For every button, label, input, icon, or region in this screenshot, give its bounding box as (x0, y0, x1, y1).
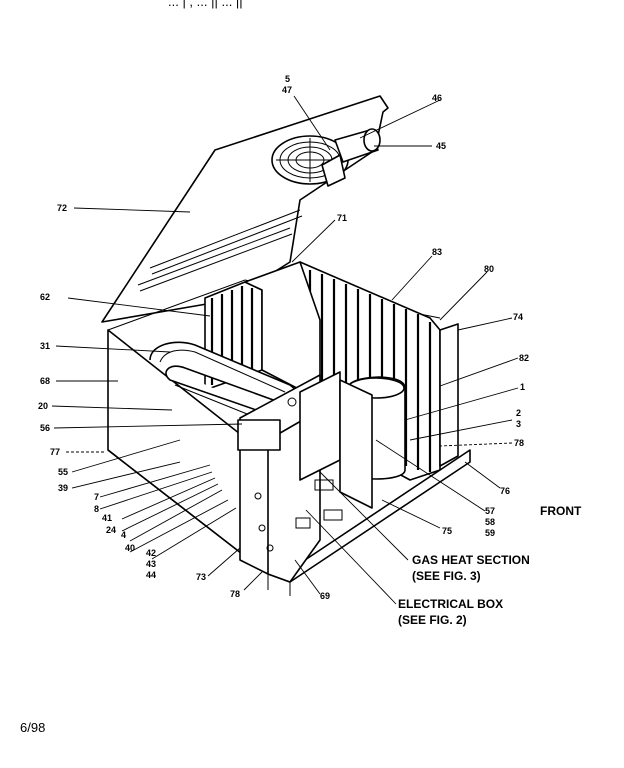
callout-57: 57 (485, 506, 495, 516)
callout-78-right: 78 (514, 438, 524, 448)
callout-44: 44 (146, 570, 156, 580)
callout-40: 40 (125, 543, 135, 553)
callout-58: 58 (485, 517, 495, 527)
callout-55: 55 (58, 467, 68, 477)
callout-47: 47 (282, 85, 292, 95)
callout-69: 69 (320, 591, 330, 601)
callout-56: 56 (40, 423, 50, 433)
callout-5: 5 (285, 74, 290, 84)
callout-68: 68 (40, 376, 50, 386)
callout-39: 39 (58, 483, 68, 493)
callout-76: 76 (500, 486, 510, 496)
callout-78-bottom: 78 (230, 589, 240, 599)
callout-2: 2 (516, 408, 521, 418)
front-label: FRONT (540, 504, 582, 518)
header-fragment: ... | , ... || ... || (168, 0, 243, 9)
callout-80: 80 (484, 264, 494, 274)
callout-62: 62 (40, 292, 50, 302)
callout-4: 4 (121, 530, 126, 540)
callout-8: 8 (94, 504, 99, 514)
callout-83: 83 (432, 247, 442, 257)
callout-41: 41 (102, 513, 112, 523)
callout-75: 75 (442, 526, 452, 536)
callout-59: 59 (485, 528, 495, 538)
callout-43: 43 (146, 559, 156, 569)
coil-end-panel (439, 323, 459, 467)
callout-24: 24 (106, 525, 116, 535)
callout-72: 72 (57, 203, 67, 213)
callout-73: 73 (196, 572, 206, 582)
electrical-see-fig-label: (SEE FIG. 2) (398, 613, 467, 627)
callout-46: 46 (432, 93, 442, 103)
unit-illustration (101, 95, 471, 596)
gas-heat-section-label: GAS HEAT SECTION (412, 553, 530, 567)
fan-motor (321, 128, 381, 187)
control-box (237, 371, 373, 583)
callout-71: 71 (337, 213, 347, 223)
callout-numbers: 5 47 46 45 72 71 83 80 74 62 82 31 1 68 … (38, 74, 529, 601)
callout-20: 20 (38, 401, 48, 411)
callout-3: 3 (516, 419, 521, 429)
electrical-box-label: ELECTRICAL BOX (398, 597, 503, 611)
callout-7: 7 (94, 492, 99, 502)
callout-1: 1 (520, 382, 525, 392)
leader-lines (51, 95, 519, 605)
callout-42: 42 (146, 548, 156, 558)
gas-heat-see-fig-label: (SEE FIG. 3) (412, 569, 481, 583)
callout-31: 31 (40, 341, 50, 351)
callout-82: 82 (519, 353, 529, 363)
callout-45: 45 (436, 141, 446, 151)
callout-74: 74 (513, 312, 523, 322)
date-stamp: 6/98 (20, 720, 45, 735)
callout-77: 77 (50, 447, 60, 457)
